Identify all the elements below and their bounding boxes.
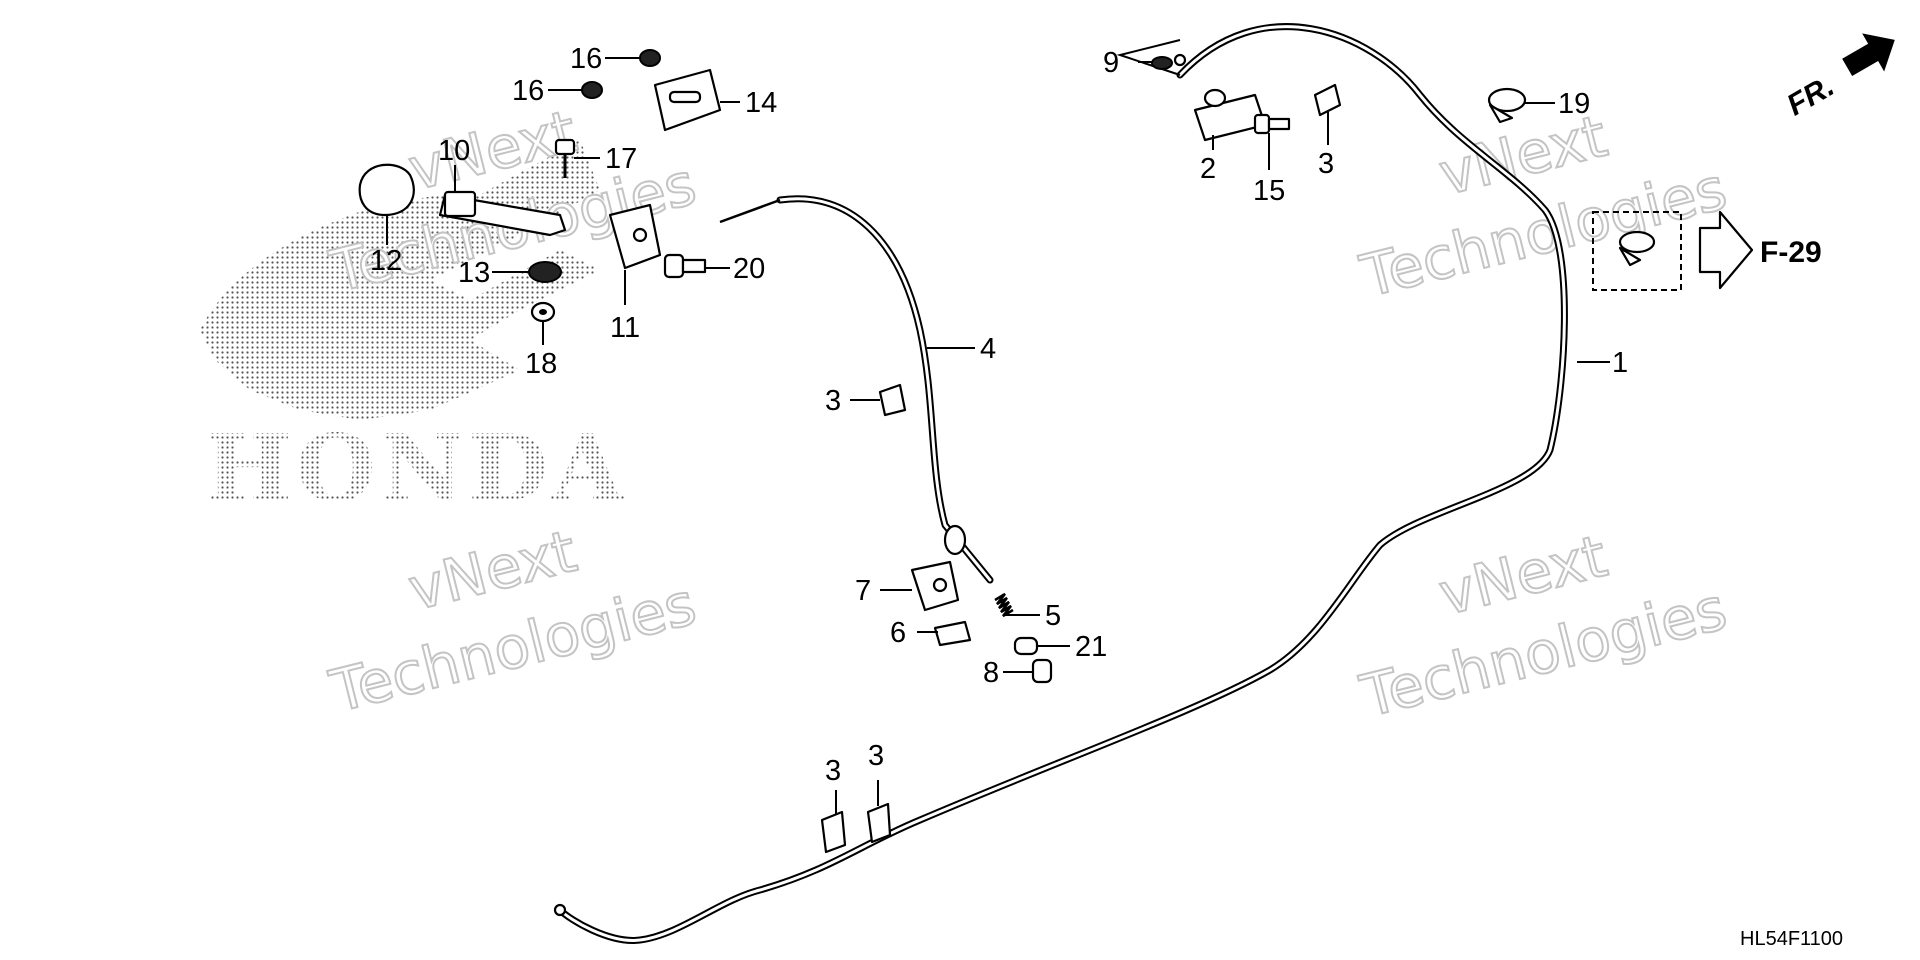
direction-label: FR. (1782, 70, 1840, 123)
callout-3-top: 3 (1318, 148, 1334, 180)
part-12-knob (358, 163, 415, 217)
part-6-clip (933, 620, 972, 647)
part-15-bolt (1253, 113, 1291, 135)
part-13-gear (528, 261, 562, 283)
callout-3-bottom-b: 3 (868, 740, 884, 772)
callout-21: 21 (1075, 631, 1107, 663)
part-3-clip-mid (878, 383, 907, 417)
part-18-nut (530, 301, 556, 323)
part-3-clip-top (1313, 83, 1342, 117)
part-7-holder (910, 560, 960, 612)
part-10-lever (438, 190, 567, 237)
part-5-spring (994, 592, 1014, 618)
leader-lines (386, 57, 1610, 815)
part-20-bolt (663, 253, 707, 279)
callout-19: 19 (1558, 88, 1590, 120)
callout-9: 9 (1103, 47, 1119, 79)
part-14-plate (653, 68, 722, 132)
callout-8: 8 (983, 657, 999, 689)
callout-4: 4 (980, 333, 996, 365)
callout-12: 12 (370, 245, 402, 277)
cable-1 (553, 23, 1568, 944)
callout-18: 18 (525, 348, 557, 380)
part-3-clip-bottom-b (866, 802, 892, 844)
callout-10: 10 (438, 135, 470, 167)
callout-14: 14 (745, 87, 777, 119)
part-8-cap (1031, 658, 1053, 684)
callout-17: 17 (605, 143, 637, 175)
arrow-forward-icon (1842, 33, 1895, 77)
callout-3-bottom-a: 3 (825, 755, 841, 787)
cable-4 (719, 195, 994, 584)
callout-16-mid: 16 (512, 75, 544, 107)
callout-16-top: 16 (570, 43, 602, 75)
part-11-bracket (608, 203, 662, 270)
callouts: 1 2 3 3 3 3 4 5 6 7 8 9 10 11 12 13 14 1… (370, 43, 1628, 787)
watermark-3: vNext Technologies (322, 516, 703, 727)
callout-11: 11 (610, 312, 640, 344)
arrow-right-icon (1698, 210, 1754, 290)
callout-2: 2 (1200, 153, 1216, 185)
callout-13: 13 (458, 257, 490, 289)
callout-7: 7 (855, 575, 871, 607)
callout-5: 5 (1045, 600, 1061, 632)
part-21-sleeve (1013, 636, 1039, 656)
callout-15: 15 (1253, 175, 1285, 207)
part-17-pin (554, 138, 576, 178)
callout-20: 20 (733, 253, 765, 285)
part-16-nut-top (639, 49, 661, 67)
callout-1: 1 (1612, 347, 1628, 379)
drawing-code: HL54F1100 (1740, 928, 1843, 950)
part-3-clip-bottom-a (820, 810, 847, 854)
reference-label: F-29 (1760, 236, 1822, 269)
part-16-nut-mid (581, 81, 603, 99)
callout-6: 6 (890, 617, 906, 649)
logo-text: HONDA (205, 414, 627, 522)
part-9-clip (1151, 56, 1173, 70)
reference-box: F-29 (1592, 210, 1822, 291)
callout-3-mid: 3 (825, 385, 841, 417)
part-19-clamp (1487, 87, 1527, 124)
direction-indicator: FR. (1782, 33, 1895, 123)
